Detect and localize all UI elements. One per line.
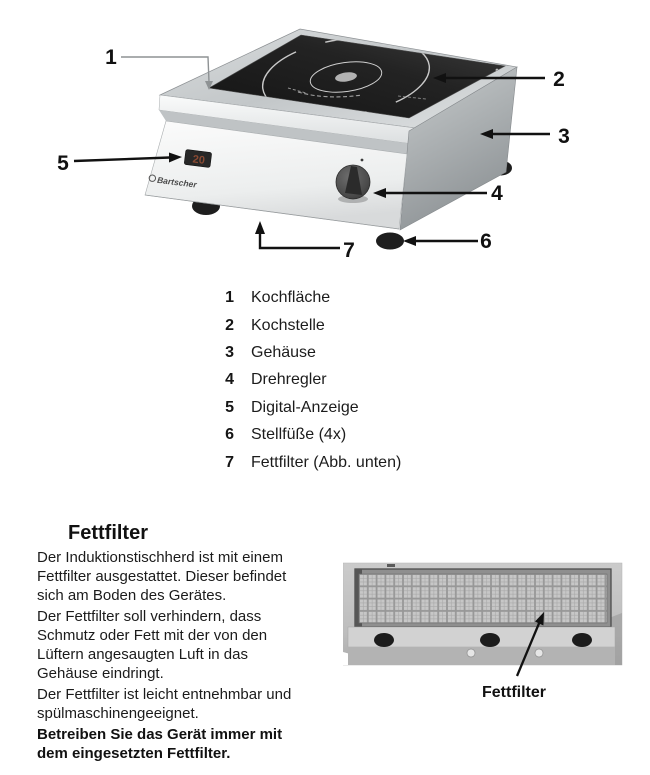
- paragraph-2: Der Fettfilter soll verhindern, dass Sch…: [37, 608, 268, 682]
- cooktop-figure: 20 Bartscher 1 2 3 4 5 6: [57, 28, 570, 262]
- legend-item-label: Digital-Anzeige: [251, 399, 359, 416]
- legend-item-number: 7: [225, 454, 234, 471]
- front-panel-bottom-edge: [144, 194, 400, 230]
- figure-arrowhead: [535, 612, 544, 626]
- glass-cooking-surface: [208, 34, 506, 119]
- legend-item-label: Drehregler: [251, 371, 327, 388]
- callout-6-arrowhead: [403, 236, 416, 246]
- legend-item-label: Gehäuse: [251, 344, 316, 361]
- legend-item-number: 2: [225, 317, 234, 334]
- callout-1-arrowhead: [205, 81, 213, 90]
- knob-index-dot: [360, 158, 364, 162]
- legend-item-number: 4: [225, 371, 234, 388]
- callout-6-label: 6: [480, 230, 492, 253]
- section-body-text: Der Induktionstischherd ist mit einem Fe…: [37, 548, 303, 765]
- fettfilter-figure: Fettfilter: [343, 562, 623, 701]
- filter-mesh: [358, 573, 608, 624]
- callout-2-arrowhead: [433, 73, 446, 83]
- legend-item-number: 5: [225, 399, 234, 416]
- legend-item-label: Kochfläche: [251, 289, 331, 306]
- callout-2-label: 2: [553, 68, 565, 91]
- glass-print-text-small: [287, 87, 307, 94]
- bolt-dot-1: [466, 648, 476, 658]
- callout-7-label: 7: [343, 239, 355, 262]
- callout-5-label: 5: [57, 152, 69, 175]
- paragraph-3: Der Fettfilter ist leicht entnehmbar und…: [37, 686, 292, 722]
- figure-arrow-line: [515, 620, 542, 677]
- callout-4-arrowhead: [373, 188, 386, 198]
- callout-5-line: [73, 156, 171, 163]
- callout-4-label: 4: [491, 182, 503, 205]
- section-heading: Fettfilter: [68, 521, 148, 544]
- filter-photo-foot-1: [374, 633, 394, 647]
- callout-1-line: [121, 56, 210, 83]
- knob-pointer: [345, 166, 362, 195]
- callout-7-line: [258, 231, 340, 250]
- brand-logo-text: Bartscher: [157, 175, 198, 190]
- callout-1-label: 1: [105, 46, 117, 69]
- legend-item-label: Fettfilter (Abb. unten): [251, 454, 402, 471]
- bolt-dot-2: [534, 648, 544, 658]
- legend-item-number: 6: [225, 426, 234, 443]
- housing-side-panel: [399, 66, 518, 231]
- legend-item-label: Stellfüße (4x): [251, 426, 347, 443]
- photo-top-notch: [387, 564, 395, 567]
- paragraph-4-warning: Betreiben Sie das Gerät immer mit dem ei…: [37, 726, 283, 762]
- inner-ring-marking: [309, 61, 383, 93]
- callout-7-arrowhead: [255, 221, 265, 234]
- digital-display: 20: [184, 149, 212, 168]
- callout-3-arrowhead: [480, 129, 493, 139]
- front-right-foot: [376, 232, 404, 250]
- legend-item-number: 1: [225, 289, 234, 306]
- display-value: 20: [192, 153, 206, 166]
- legend-item-number: 3: [225, 344, 234, 361]
- filter-photo-foot-2: [480, 633, 500, 647]
- filter-frame-left-bar: [355, 569, 362, 627]
- brand-logo: Bartscher: [148, 174, 198, 190]
- filter-photo-foot-3: [572, 633, 592, 647]
- bottom-strip: [348, 647, 615, 665]
- callout-5-arrowhead: [169, 152, 182, 163]
- rim-body-seam: [159, 110, 413, 154]
- control-knob: [335, 158, 371, 203]
- paragraph-1: Der Induktionstischherd ist mit einem Fe…: [37, 549, 287, 604]
- legend-item-label: Kochstelle: [251, 317, 325, 334]
- glass-center-logo: [335, 72, 357, 82]
- callout-3-label: 3: [558, 125, 570, 148]
- callouts: 1 2 3 4 5 6 7: [57, 46, 570, 262]
- figure-label: Fettfilter: [482, 684, 546, 701]
